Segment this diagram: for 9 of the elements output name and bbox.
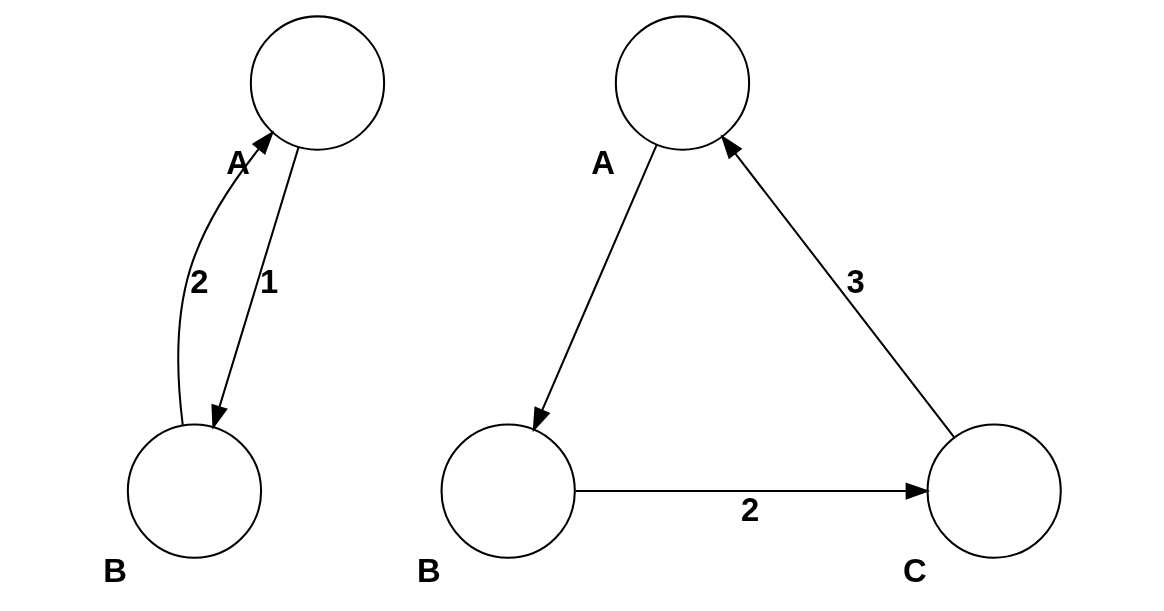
edge-label: 2 [190, 262, 209, 300]
node-label: C [902, 551, 927, 589]
edge-label: 1 [260, 262, 279, 300]
node-label: B [103, 551, 127, 589]
node-label: A [226, 143, 250, 181]
node-label: B [416, 551, 441, 589]
edge-label: 2 [740, 491, 760, 529]
node-label: A [591, 143, 615, 181]
edge-label: 3 [846, 262, 865, 300]
